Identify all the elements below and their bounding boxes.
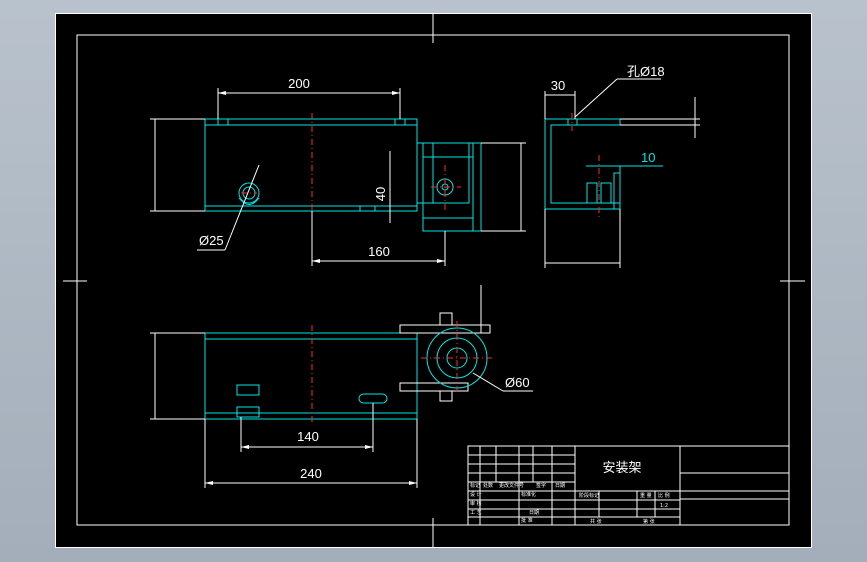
dim-240: 240 [300,466,322,481]
dim-hole-18: 孔Ø18 [627,64,665,79]
side-view: 30 孔Ø18 10 [544,64,700,268]
tb-sheets-total: 共 张 [590,518,602,525]
front-view: 140 240 Ø60 [150,285,533,488]
tb-weight: 重 量 [640,492,652,499]
inner-frame [76,34,790,526]
tb-approve: 批 准 [521,517,533,524]
dim-dia-60: Ø60 [505,375,530,390]
front-view-body [204,332,418,420]
top-view: 200 160 40 Ø25 [150,76,526,266]
tb-standard: 标准化 [521,491,536,498]
dim-dia-25: Ø25 [199,233,224,248]
tb-stage: 阶段标记 [579,492,599,499]
tb-design: 设 计 [470,491,482,498]
dim-160: 160 [368,244,390,259]
outer-frame [55,13,812,548]
tb-sign: 签字 [536,482,546,489]
tb-scale: 1:2 [660,503,668,509]
tb-review: 审 核 [470,500,482,507]
tb-craft: 工 艺 [470,510,482,516]
dim-140: 140 [297,429,319,444]
tb-count: 处数 [483,482,493,489]
side-view-profile [544,118,621,210]
slot [358,393,388,404]
tb-sheet: 第 张 [643,518,655,525]
drawing-title: 安装架 [602,461,641,476]
dim-10: 10 [641,150,655,165]
drawing-sheet[interactable]: 200 160 40 Ø25 [55,13,812,548]
tb-ratio: 比 例 [658,492,670,499]
hole-25 [238,182,260,204]
tb-date: 日期 [555,483,565,489]
dim-40: 40 [373,187,388,201]
tb-doc: 更改文件号 [499,482,524,489]
tb-mark: 标记 [470,482,480,489]
tb-date-2: 日期 [529,510,539,516]
dim-200: 200 [288,76,310,91]
dim-30: 30 [551,78,565,93]
lug [416,142,470,204]
title-block: 安装架 标记 处数 更改文件号 签字 日期 设 计 标准化 阶段标记 重 量 比… [467,445,790,526]
drawing-canvas[interactable]: 200 160 40 Ø25 [55,13,812,548]
